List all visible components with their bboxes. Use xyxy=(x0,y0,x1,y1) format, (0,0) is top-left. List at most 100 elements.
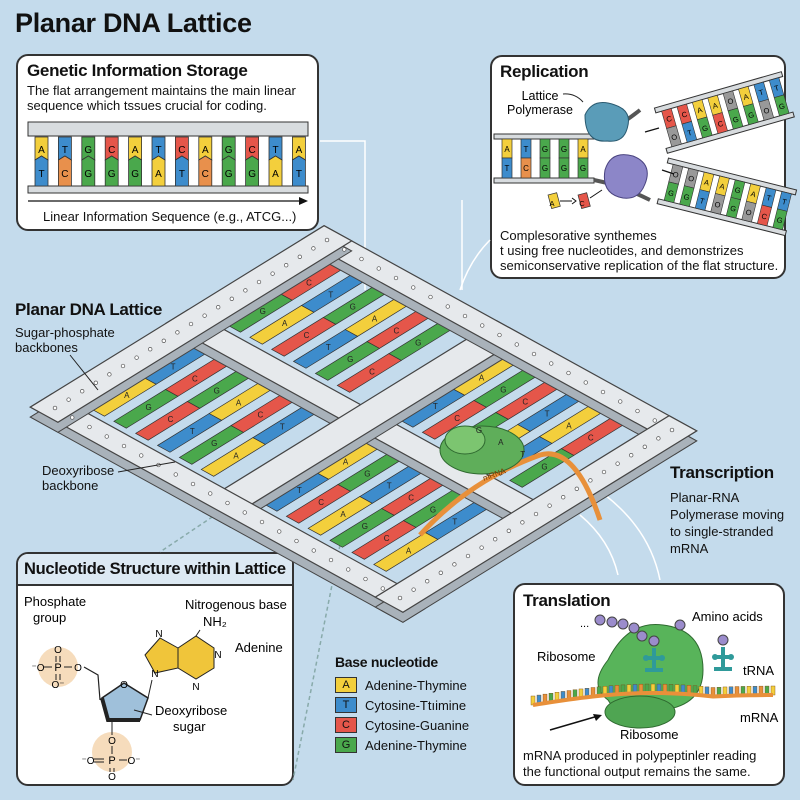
daughter-base xyxy=(696,116,713,139)
phosphate-bead xyxy=(87,424,92,430)
base-top-letter: G xyxy=(225,145,233,156)
base-bottom-letter: G xyxy=(84,169,92,180)
base-bottom-letter: G xyxy=(108,169,116,180)
legend-label: Adenine-Thymine xyxy=(365,677,467,693)
daughter-strand-bottom-backbone-b xyxy=(656,198,788,237)
base-top-letter: C xyxy=(248,145,255,156)
lattice-base-letter: T xyxy=(387,482,392,491)
phosphate-bead xyxy=(479,545,484,550)
nh2-bond xyxy=(195,629,201,637)
arrow-head-icon xyxy=(593,714,602,721)
daughter-base xyxy=(741,200,757,223)
legend-swatch: C xyxy=(335,717,357,733)
trna-in-ribosome-loop xyxy=(643,655,649,661)
base-top-letter: C xyxy=(178,145,185,156)
direction-arrow-icon xyxy=(549,715,599,731)
bottom-backbone xyxy=(27,185,309,194)
base-top-letter: T xyxy=(272,145,278,156)
daughter-base-letter: C xyxy=(717,119,725,129)
phosphate-bead xyxy=(190,481,196,487)
planar-lattice: mRNA xyxy=(29,224,698,623)
parent-base-bottom xyxy=(577,157,589,179)
backbones-label: Sugar-phosphate backbones xyxy=(15,325,115,355)
base-bottom xyxy=(81,155,96,187)
parent-base-bottom xyxy=(539,157,551,179)
daughter-base-letter: A xyxy=(750,189,757,199)
phosphate-bead xyxy=(270,271,275,276)
phosphate-bead xyxy=(121,443,127,449)
daughter-base-letter: O xyxy=(726,96,734,106)
transcription-line-4: mRNA xyxy=(670,541,709,556)
deoxyribose-backbone-label: Deoxyribose backbone xyxy=(42,463,114,493)
phosphate-bead xyxy=(376,266,381,271)
lattice-base-letter: G xyxy=(350,303,356,312)
lattice-base-letter: A xyxy=(340,510,346,519)
daughter-base-letter: T xyxy=(686,128,693,138)
base-top-letter: T xyxy=(62,145,68,156)
base-top-letter: A xyxy=(296,145,303,156)
legend-swatch: T xyxy=(335,697,357,713)
lattice-base-letter: C xyxy=(369,367,375,376)
lattice-base-letter: G xyxy=(211,439,217,448)
parent-base-letter: A xyxy=(504,145,510,154)
phosphate-bonds xyxy=(94,746,127,772)
lattice-base-letter: C xyxy=(588,434,594,443)
adenine-five-ring xyxy=(144,637,179,674)
phosphate-bead xyxy=(104,434,109,439)
phosphate-bead xyxy=(139,453,144,458)
legend-label: Adenine-Thymine xyxy=(365,737,467,753)
phosphate-bead xyxy=(359,256,364,262)
parent-base-letter: G xyxy=(561,164,567,173)
daughter-base-letter: O xyxy=(670,132,678,142)
atom-p: P xyxy=(54,662,61,674)
replication-heading: Replication xyxy=(500,62,589,81)
base-bottom xyxy=(292,155,306,187)
lattice-base-letter: A xyxy=(498,438,504,447)
lattice-base-letter: C xyxy=(522,398,528,407)
lattice-base-letter: C xyxy=(306,279,312,288)
daughter-base-letter: A xyxy=(742,92,749,102)
lattice-base-letter: A xyxy=(233,451,239,460)
lattice-base-letter: T xyxy=(433,402,438,411)
storage-text-2: sequence which tssues crucial for coding… xyxy=(27,98,267,113)
daughter-base xyxy=(758,98,775,121)
daughter-base-letter: G xyxy=(778,101,786,111)
atom-o-minus: ⁻O xyxy=(31,663,44,674)
phosphate-bead xyxy=(120,363,126,369)
daughter-base-letter: G xyxy=(701,123,709,133)
lattice-base-letter: T xyxy=(297,486,302,495)
daughter-base-letter: A xyxy=(712,101,719,111)
parent-base-bottom xyxy=(558,157,570,179)
base-bottom xyxy=(245,155,259,187)
base-bottom-letter: T xyxy=(179,169,185,180)
phosphate-bead xyxy=(277,529,282,534)
trna-free xyxy=(714,647,732,671)
transcription-line-3: to single-stranded xyxy=(670,524,774,539)
atom-n: N xyxy=(192,682,199,693)
backbones-label-2: backbones xyxy=(15,340,78,355)
phosphate-bead xyxy=(600,389,606,395)
nh2-label: NH₂ xyxy=(203,614,227,629)
sugar-label-2: sugar xyxy=(173,719,206,734)
polymerase-label-1: Lattice xyxy=(522,89,559,103)
daughter-base xyxy=(756,204,772,227)
base-bottom-letter: G xyxy=(248,169,256,180)
phosphate-bead xyxy=(547,503,552,508)
daughter-base xyxy=(725,196,741,219)
phosphate-bead xyxy=(175,330,180,335)
daughter-base-letter: T xyxy=(765,193,772,203)
phosphate-bead xyxy=(216,305,221,310)
lattice-base-letter: C xyxy=(192,375,198,384)
phosphate-bead xyxy=(438,570,443,575)
daughter-base xyxy=(772,208,788,231)
transcription-heading: Transcription xyxy=(670,463,774,482)
sugar-label-1: Deoxyribose xyxy=(155,703,227,718)
base-bottom xyxy=(268,155,283,187)
parent-backbone-bottom xyxy=(493,177,595,184)
parent-base-letter: C xyxy=(523,164,529,173)
